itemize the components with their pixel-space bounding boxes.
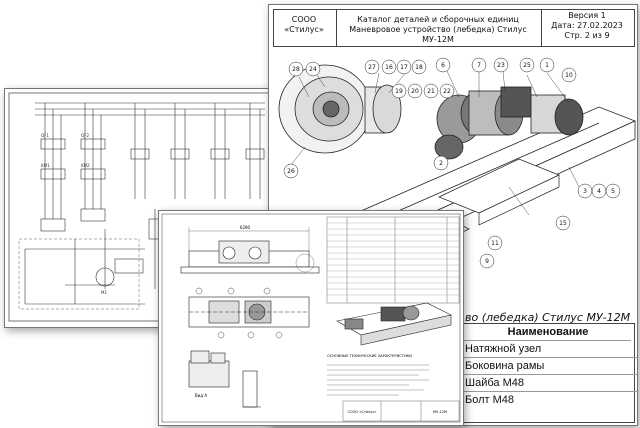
page-label: Стр. 2 из 9: [564, 31, 610, 40]
callout-25: 25: [523, 62, 531, 69]
callout-20: 20: [411, 88, 419, 95]
callout-19: 19: [395, 88, 403, 95]
callout-18: 18: [415, 64, 423, 71]
callout-24: 24: [309, 66, 317, 73]
catalog-subtitle: во (лебедка) Стилус МУ-12М: [465, 311, 631, 324]
svg-text:M1: M1: [101, 290, 107, 295]
callout-4: 4: [597, 188, 601, 195]
table-row: Шайба М48: [463, 376, 637, 392]
version-label: Версия 1: [568, 11, 606, 20]
callout-1: 1: [545, 62, 549, 69]
version-info: Версия 1 Дата: 27.02.2023 Стр. 2 из 9: [543, 11, 631, 41]
table-row: Болт М48: [465, 394, 515, 406]
callout-10: 10: [565, 72, 573, 79]
callout-26: 26: [287, 168, 295, 175]
callout-9: 9: [485, 258, 489, 265]
catalog-title: Каталог деталей и сборочных единиц Манев…: [349, 15, 527, 44]
stamp-company: СООО «Стилус»: [347, 410, 376, 414]
callout-11: 11: [491, 240, 499, 247]
table-row: Боковина рамы: [463, 359, 637, 375]
table-header: Наименование: [463, 325, 631, 341]
callout-15: 15: [559, 220, 567, 227]
callout-22: 22: [443, 88, 451, 95]
callout-17: 17: [400, 64, 408, 71]
svg-text:KM1: KM1: [41, 163, 50, 168]
view-a-label: Вид А: [195, 393, 207, 398]
svg-text:QF2: QF2: [81, 133, 89, 138]
company-name: СООО «Стилус»: [284, 15, 324, 34]
callout-16: 16: [385, 64, 393, 71]
callout-5: 5: [611, 188, 615, 195]
callout-7: 7: [477, 62, 481, 69]
callout-3: 3: [583, 188, 587, 195]
callout-6: 6: [441, 62, 445, 69]
assembly-drawing: 6290 Вид А: [161, 213, 461, 423]
stamp-code: МУ-12М: [433, 410, 447, 414]
dimension-label: 6290: [240, 225, 251, 230]
table-row: Натяжной узел: [463, 342, 637, 358]
callout-27: 27: [368, 64, 376, 71]
notes-title: ОСНОВНЫЕ ТЕХНИЧЕСКИЕ ХАРАКТЕРИСТИКИ: [327, 354, 412, 358]
callout-23: 23: [497, 62, 505, 69]
svg-text:QF1: QF1: [41, 133, 49, 138]
callout-2: 2: [439, 160, 443, 167]
assembly-sheet: 6290 Вид А: [158, 210, 464, 426]
callout-21: 21: [427, 88, 435, 95]
svg-text:KM2: KM2: [81, 163, 90, 168]
date-label: Дата: 27.02.2023: [551, 21, 623, 30]
callout-28: 28: [292, 66, 300, 73]
